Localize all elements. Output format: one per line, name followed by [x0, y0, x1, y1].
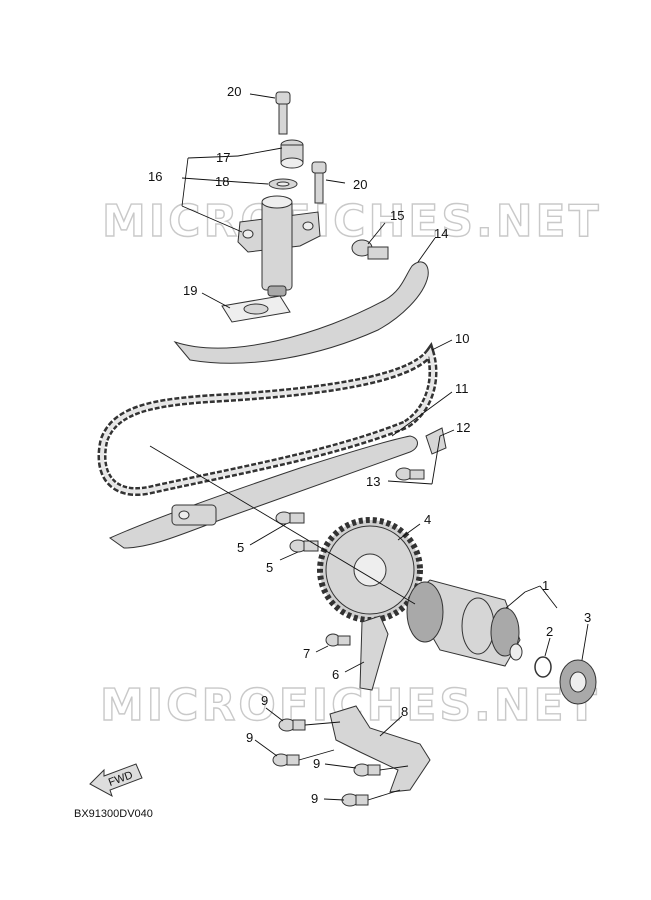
plate-bolt	[325, 633, 351, 647]
chain-tensioner-guide	[173, 261, 429, 364]
callout-4: 4	[424, 512, 431, 527]
leader-lines	[149, 93, 589, 801]
chain-guide-bracket	[171, 504, 217, 526]
chain-tensioner-body	[237, 195, 321, 297]
callout-6: 6	[332, 667, 339, 682]
watermark-top: MICROFICHES.NET	[102, 196, 602, 247]
guide-stopper	[425, 427, 447, 455]
tensioner-bolt-right	[311, 161, 327, 204]
bracket-bolt-4	[341, 793, 369, 807]
cam-chain	[97, 341, 438, 496]
callout-9c: 9	[313, 756, 320, 771]
callout-5b: 5	[266, 560, 273, 575]
guide-bolt	[395, 467, 425, 481]
callout-14: 14	[434, 226, 448, 241]
camshaft-bearing	[559, 659, 597, 705]
camshaft-plate	[359, 615, 389, 691]
callout-15: 15	[390, 208, 404, 223]
callout-20b: 20	[353, 177, 367, 192]
callout-5a: 5	[237, 540, 244, 555]
callout-9a: 9	[261, 693, 268, 708]
callout-12: 12	[456, 420, 470, 435]
callout-2: 2	[546, 624, 553, 639]
callout-13: 13	[366, 474, 380, 489]
camshaft	[406, 579, 523, 667]
forward-arrow-icon: FWD	[89, 763, 143, 798]
callout-1: 1	[542, 578, 549, 593]
callout-20a: 20	[227, 84, 241, 99]
cam-sprocket	[317, 517, 423, 623]
callout-19: 19	[183, 283, 197, 298]
callout-16: 16	[148, 169, 162, 184]
callout-10: 10	[455, 331, 469, 346]
camshaft-retainer-bracket	[329, 705, 431, 793]
callout-17: 17	[216, 150, 230, 165]
bracket-bolt-1	[278, 718, 306, 732]
callout-11: 11	[455, 381, 469, 396]
sprocket-bolt-upper	[275, 511, 305, 525]
tensioner-bolt-top	[275, 91, 291, 135]
sprocket-bolt-lower	[289, 539, 319, 553]
callout-8: 8	[401, 704, 408, 719]
tensioner-gasket	[221, 295, 291, 323]
callout-9d: 9	[311, 791, 318, 806]
callout-3: 3	[584, 610, 591, 625]
diagram-code: BX91300DV040	[74, 808, 153, 820]
callout-9b: 9	[246, 730, 253, 745]
circlip	[534, 656, 552, 678]
bracket-bolt-3	[353, 763, 381, 777]
guide-pivot-bolt	[351, 239, 389, 260]
tensioner-washer	[268, 178, 298, 190]
callout-7: 7	[303, 646, 310, 661]
callout-18: 18	[215, 174, 229, 189]
tensioner-sleeve	[280, 139, 304, 169]
